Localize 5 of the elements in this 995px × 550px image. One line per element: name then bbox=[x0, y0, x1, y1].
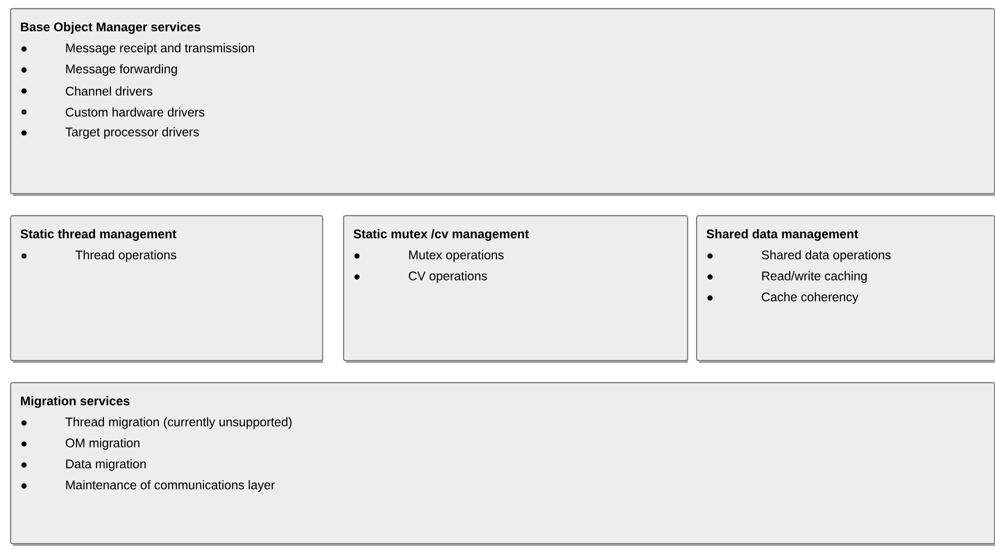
panel-heading: Static mutex /cv management bbox=[354, 229, 529, 241]
bullet-item: Mutex operations bbox=[354, 250, 504, 262]
bullet-item: Thread operations bbox=[21, 250, 176, 262]
panel-heading: Static thread management bbox=[20, 229, 176, 241]
bullet-item: CV operations bbox=[354, 271, 487, 283]
